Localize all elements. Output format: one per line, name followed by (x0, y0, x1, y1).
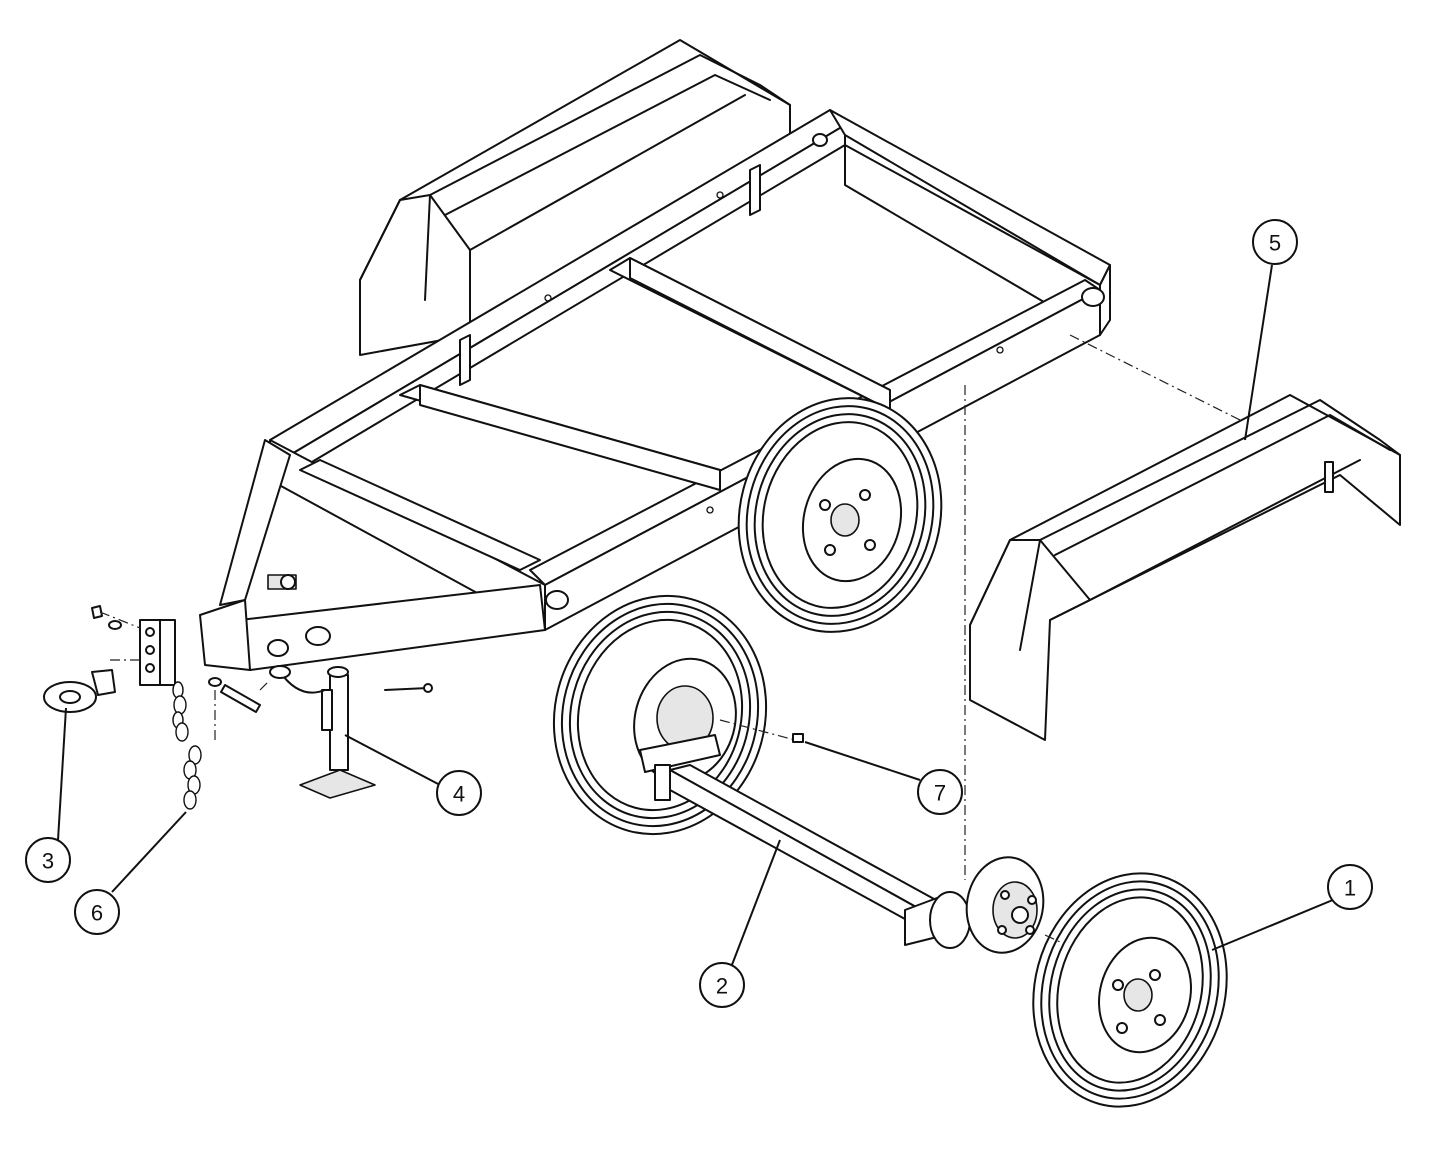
callout-5: 5 (1252, 219, 1298, 265)
callout-4: 4 (436, 770, 482, 816)
jack-stand (269, 665, 433, 799)
coupler-parts (43, 605, 261, 713)
grease-fitting (792, 733, 804, 743)
loose-wheel (1032, 872, 1228, 1108)
callout-5-label: 5 (1269, 231, 1281, 256)
callout-7-label: 7 (934, 781, 946, 806)
callout-3: 3 (25, 837, 71, 883)
trailer-frame (199, 109, 1111, 671)
callout-6: 6 (74, 889, 120, 935)
mounted-wheel-right (737, 397, 943, 633)
callout-6-label: 6 (91, 901, 103, 926)
equipment-housing (359, 39, 791, 356)
callout-7: 7 (917, 769, 963, 815)
callout-2: 2 (699, 962, 745, 1008)
callout-3-label: 3 (42, 849, 54, 874)
fender (969, 394, 1401, 741)
callout-1: 1 (1327, 864, 1373, 910)
assembly-lines (99, 334, 1241, 943)
callout-1-label: 1 (1344, 876, 1356, 901)
callout-leaders (57, 264, 1341, 971)
axle (669, 764, 1045, 954)
safety-chain (172, 681, 202, 810)
callout-4-label: 4 (453, 782, 465, 807)
callout-2-label: 2 (716, 974, 728, 999)
